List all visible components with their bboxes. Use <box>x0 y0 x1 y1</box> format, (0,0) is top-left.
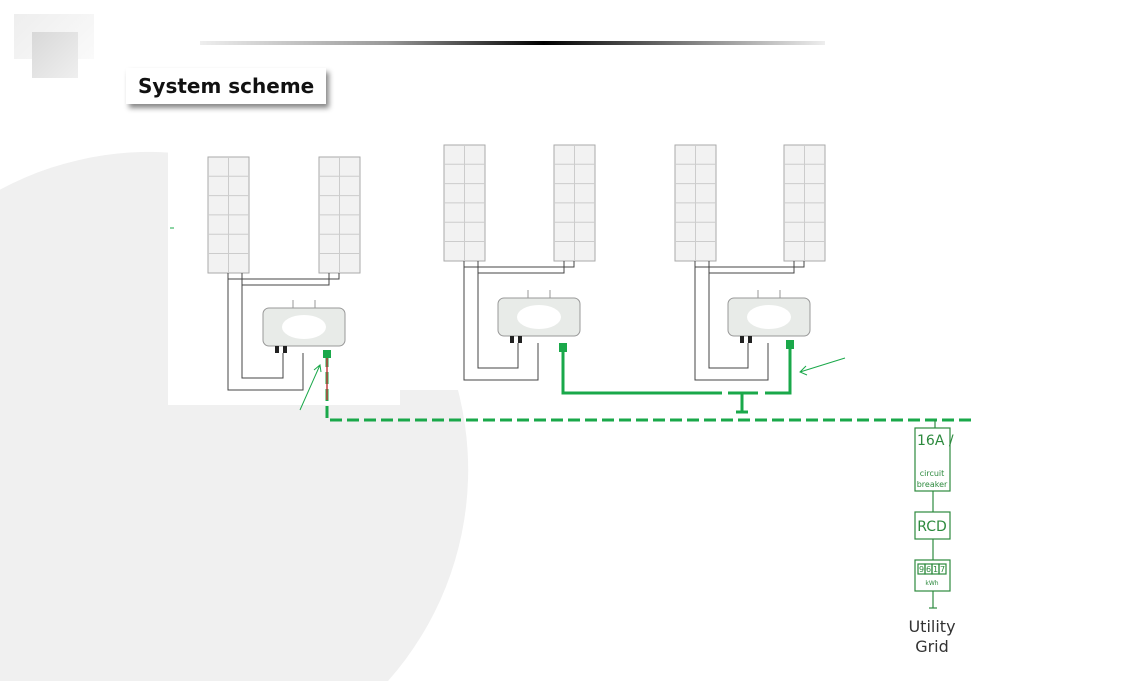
dc-wiring <box>694 261 805 381</box>
solar-panel <box>443 144 486 262</box>
solar-panel <box>674 144 717 262</box>
breaker-label: circuit <box>920 469 945 478</box>
solar-panel <box>318 156 361 274</box>
dc-wiring <box>463 261 575 381</box>
header-rule <box>200 41 825 45</box>
breaker-label: breaker <box>917 480 948 489</box>
background-panel <box>168 140 400 405</box>
grid-chain <box>914 420 951 609</box>
solar-panel <box>553 144 596 262</box>
ac-connector <box>323 350 331 358</box>
solar-panel <box>783 144 826 262</box>
rcd-label: RCD <box>917 519 947 535</box>
meter-unit: kWh <box>925 580 938 587</box>
ac-connector <box>559 343 567 352</box>
page-title: System scheme <box>126 68 327 104</box>
microinverter <box>727 290 811 343</box>
microinverter <box>262 300 346 353</box>
microinverter <box>497 290 581 343</box>
solar-panel <box>207 156 250 274</box>
ac-connector <box>786 340 794 349</box>
utility-grid-label: Utility <box>908 617 955 636</box>
decorative-square <box>32 32 78 78</box>
meter-digit: 1 <box>933 565 938 574</box>
dc-wiring <box>227 273 340 391</box>
meter-digit: 9 <box>919 565 924 574</box>
utility-grid-label: Grid <box>915 637 949 656</box>
meter-digit: 7 <box>940 565 945 574</box>
arrow-icon <box>170 227 846 411</box>
breaker-rating: 16A / <box>917 433 954 449</box>
meter-digit: 6 <box>926 565 931 574</box>
